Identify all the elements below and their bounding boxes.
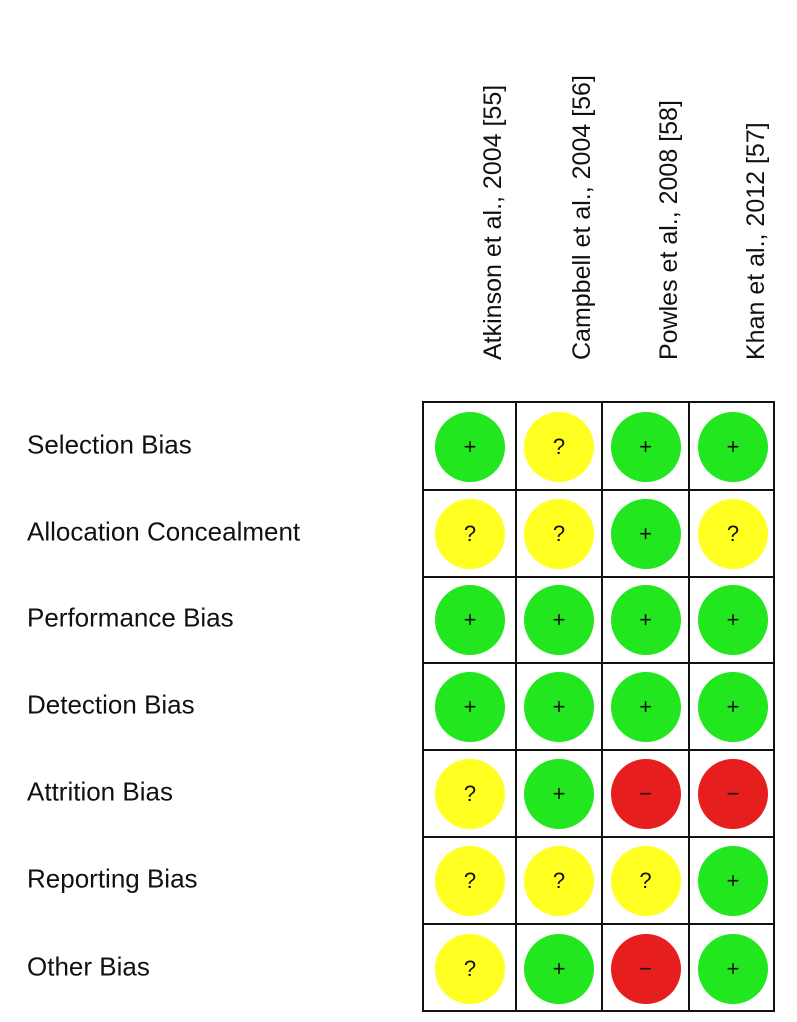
risk-of-bias-grid: +?++??+?++++++++?+−−???+?+−+ [422,401,775,1012]
rating-circle: + [524,758,594,829]
row-label: Reporting Bias [27,863,198,893]
rating-circle: + [610,411,681,482]
column-label: Powles et al., 2008 [58] [654,100,683,360]
rating-circle: ? [435,934,505,1004]
column-label: Khan et al., 2012 [57] [742,122,770,360]
rating-circle: + [698,585,768,655]
row-label: Selection Bias [27,429,192,459]
grid-horizontal-line [424,576,773,578]
rating-circle: + [524,585,594,655]
rating-circle: ? [524,411,594,482]
grid-horizontal-line [424,923,773,925]
rating-circle: − [610,758,681,829]
grid-vertical-line [515,403,517,1010]
column-label: Atkinson et al., 2004 [55] [479,84,507,360]
grid-horizontal-line [424,489,773,491]
rating-circle: ? [435,845,505,916]
rating-circle: + [610,671,681,742]
rating-circle: ? [524,845,594,916]
rating-circle: + [435,671,505,742]
rating-circle: + [698,845,768,916]
rating-circle: + [698,411,768,482]
row-label: Other Bias [27,951,150,982]
rating-circle: + [435,411,505,482]
rating-circle: − [610,934,681,1004]
grid-vertical-line [601,403,603,1010]
rating-circle: + [698,671,768,742]
rating-circle: − [698,758,768,829]
rating-circle: ? [698,498,768,569]
row-label: Allocation Concealment [27,516,301,546]
grid-horizontal-line [424,836,773,838]
column-label: Campbell et al., 2004 [56] [568,75,596,360]
rating-circle: + [610,498,681,569]
rating-circle: + [524,671,594,742]
rating-circle: + [524,934,594,1004]
rating-circle: ? [435,758,505,829]
rating-circle: + [435,585,505,655]
rating-circle: ? [435,498,505,569]
grid-vertical-line [688,403,690,1010]
grid-horizontal-line [424,749,773,751]
rating-circle: ? [524,498,594,569]
grid-horizontal-line [424,662,773,664]
rating-circle: ? [610,845,681,916]
row-label: Performance Bias [27,602,234,633]
row-label: Detection Bias [27,689,195,719]
rating-circle: + [610,585,681,655]
rating-circle: + [698,934,768,1004]
row-label: Attrition Bias [27,776,173,806]
